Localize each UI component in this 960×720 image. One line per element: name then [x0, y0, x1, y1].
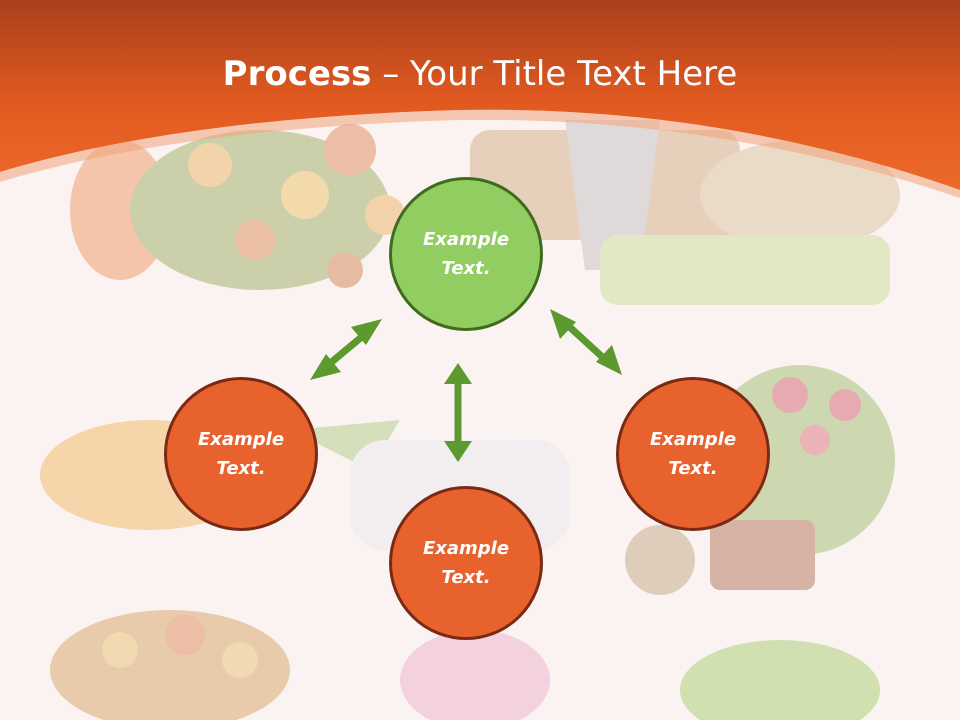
arrow-center-bottom [444, 363, 472, 462]
header-band [0, 0, 960, 190]
title-separator: – [371, 54, 411, 94]
node-left-text: Example Text. [197, 429, 285, 479]
title-rest: Your Title Text Here [410, 54, 738, 94]
slide-title: Process – Your Title Text Here [0, 52, 960, 96]
node-right: Example Text. [616, 377, 770, 531]
node-left: Example Text. [164, 377, 318, 531]
node-bottom-text: Example Text. [422, 538, 510, 588]
arrow-center-left [310, 319, 382, 380]
node-right-text: Example Text. [649, 429, 737, 479]
node-center-text: Example Text. [422, 229, 510, 279]
node-bottom: Example Text. [389, 486, 543, 640]
node-center: Example Text. [389, 177, 543, 331]
arrow-center-right [550, 309, 622, 375]
title-bold: Process [222, 54, 372, 94]
header-highlight [0, 109, 960, 198]
